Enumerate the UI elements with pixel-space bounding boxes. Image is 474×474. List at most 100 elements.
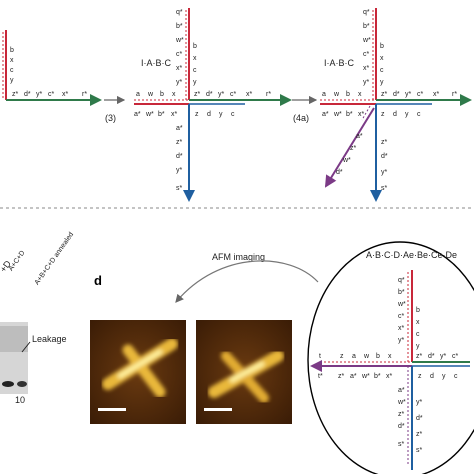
strand-letter: d* [393,91,400,98]
gel-panel: +D A+C+D A+B+C+D annealed Leakage 10 [0,231,75,405]
afm-image-2 [196,320,292,424]
strand-letter: y [416,343,420,350]
strand-letter: y [405,111,409,118]
strand-letter: z [418,373,422,380]
strand-letter: b* [346,111,353,118]
strand-letter: b [376,353,380,360]
strand-letter: d [393,111,397,118]
strand-letter: y [10,77,14,84]
purple-strand-diagonal [324,107,375,188]
strand-letter: z* [350,145,357,152]
strand-letter: y [193,79,197,86]
strand-letter: s* [381,185,388,192]
strand-letter: d* [428,353,435,360]
strand-letter: x [10,57,14,64]
strand-letter: r* [266,91,271,98]
strand-letter: b* [374,373,381,380]
strand-letter: b [380,43,384,50]
strand-letter: d* [398,423,405,430]
strand-letter: a* [398,387,405,394]
strand-letter: x [388,353,392,360]
complex-label-abc: I·A·B·C [141,58,171,68]
strand-letter: y [219,111,223,118]
strand-letter: b [10,47,14,54]
step-label-3: (3) [105,113,116,123]
strand-letter: z* [416,353,423,360]
strand-letter: c* [363,51,370,58]
strand-letter: a [136,91,140,98]
strand-letter: x* [62,91,69,98]
structure-2: I·A·B·C b x c y q* b* w* c* x* y* a w b … [134,8,292,202]
strand-letter: w [363,353,370,360]
strand-letter: y* [363,79,370,86]
strand-letter: w* [342,157,351,164]
strand-letter: w* [397,399,406,406]
strand-letter: x* [171,111,178,118]
strand-letter: c [454,373,458,380]
strand-letter: b* [158,111,165,118]
strand-letter: x [172,91,176,98]
strand-letter: z* [416,431,423,438]
structure-1: b x c y z* d* y* c* x* r* [2,30,102,106]
strand-letter: d* [416,415,423,422]
strand-letter: b [160,91,164,98]
strand-letter: c* [452,353,459,360]
strand-letter: z* [194,91,201,98]
strand-letter: d [430,373,434,380]
strand-letter: w* [175,37,184,44]
strand-letter: d* [206,91,213,98]
strand-letter: z* [176,139,183,146]
strand-letter: x [380,55,384,62]
strand-letter: c [380,67,384,74]
strand-letter: x* [433,91,440,98]
strand-letter: y* [381,169,388,176]
strand-letter: c* [417,91,424,98]
strand-letter: c [417,111,421,118]
strand-letter: a* [356,133,363,140]
circle-structure: A·B·C·D·Ae·Be·Ce·De b x c y q* b* w* c* … [307,241,474,474]
gel-number: 10 [15,395,25,405]
strand-letter: x* [398,325,405,332]
strand-letter: x [193,55,197,62]
strand-letter: b* [398,289,405,296]
strand-letter: s* [398,441,405,448]
strand-letter: y* [218,91,225,98]
strand-letter: z* [338,373,345,380]
scale-bar-1 [98,408,126,411]
strand-letter: z* [398,411,405,418]
strand-letter: y* [36,91,43,98]
gel-band-2 [17,381,27,387]
structure-3: I·A·B·C b x c y q* b* w* c* x* y* a w b … [320,8,472,202]
strand-letter: w* [361,373,370,380]
strand-letter: w* [397,301,406,308]
strand-letter: t [319,353,321,360]
strand-letter: t* [318,373,323,380]
strand-letter: z* [12,91,19,98]
strand-letter: y* [176,167,183,174]
gel-band-1 [2,381,14,387]
strand-letter: a [322,91,326,98]
strand-letter: b [193,43,197,50]
strand-letter: x* [176,65,183,72]
panel-letter-d: d [94,273,102,288]
strand-letter: x [416,319,420,326]
gel-smear [0,326,28,352]
strand-letter: r* [82,91,87,98]
strand-letter: s* [176,185,183,192]
strand-letter: d* [24,91,31,98]
strand-letter: z* [381,139,388,146]
strand-letter: x [358,91,362,98]
strand-letter: z [195,111,199,118]
strand-letter: a* [322,111,329,118]
strand-letter: y [380,79,384,86]
strand-letter: z* [381,91,388,98]
gel-lane-label-1: A+C+D [8,250,27,273]
strand-letter: b* [363,23,370,30]
zoom-circle [307,241,474,474]
strand-letter: x* [358,111,365,118]
strand-letter: q* [363,9,370,16]
strand-letter: a* [176,125,183,132]
leakage-pointer [21,341,31,353]
complex-label-abcd: A·B·C·D·Ae·Be·Ce·De [366,250,457,260]
